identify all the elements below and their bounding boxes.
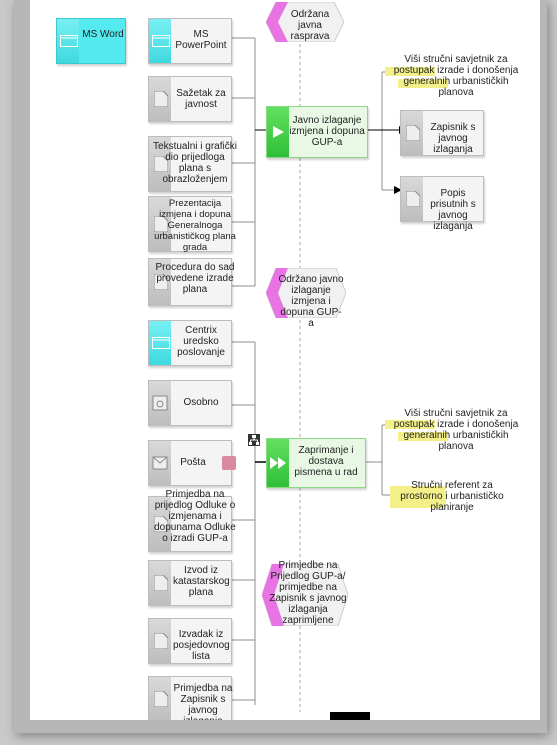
function-javno-izlaganje[interactable]: Javno izlaganje izmjena i dopuna GUP-a [266, 106, 368, 158]
document-izvadak[interactable]: Izvadak iz posjedovnog lista [148, 618, 232, 664]
app-ms-powerpoint-label: MS PowerPoint [175, 29, 227, 51]
document-tekstualni[interactable]: Tekstualni i grafički dio prijedloga pla… [148, 136, 237, 192]
document-osobno-label: Osobno [183, 397, 219, 408]
document-icon [154, 575, 168, 591]
document-icon [154, 156, 168, 172]
mail-icon [152, 456, 168, 470]
document-icon [154, 633, 168, 649]
document-prezentacija-label: Prezentacija izmjena i dopuna Generalnog… [154, 198, 236, 253]
org-chart-icon [248, 434, 260, 446]
event-odrzana-javna-rasprava[interactable]: Održana javna rasprava [266, 2, 344, 42]
role-highlight [398, 79, 448, 88]
event-hexagon [266, 268, 346, 318]
play-arrow-icon [270, 457, 286, 469]
role-highlight [398, 432, 448, 441]
output-zapisnik[interactable]: Zapisnik s javnog izlaganja [400, 110, 484, 156]
document-izvod[interactable]: Izvod iz katastarskog plana [148, 560, 232, 606]
document-procedura-label: Procedura do sad provedene izrade plana [155, 262, 235, 295]
document-primjedba-zapisnik[interactable]: Primjedba na Zapisnik s javnog izlaganja [148, 676, 232, 720]
role-r3[interactable]: Stručni referent za prostorno i urbanist… [400, 480, 504, 513]
event-hexagon [266, 2, 344, 42]
document-izvadak-label: Izvadak iz posjedovnog lista [173, 629, 230, 662]
app-window-icon [152, 35, 170, 47]
output-popis[interactable]: Popis prisutnih s javnog izlaganja [400, 176, 484, 232]
role-highlight [385, 67, 435, 76]
event-e2-label: Održano javno izlaganje izmjena i dopuna… [278, 274, 344, 329]
document-posta[interactable]: Pošta [148, 440, 232, 486]
document-primjedba-odluke[interactable]: Primjedba na prijedlog Odluke o izmjenam… [148, 489, 236, 552]
app-window-icon [152, 337, 170, 349]
document-tekstualni-label: Tekstualni i grafički dio prijedloga pla… [153, 141, 237, 185]
document-sazetak[interactable]: Sažetak za javnost [148, 76, 232, 122]
document-icon [406, 191, 420, 207]
output-popis-label: Popis prisutnih s javnog izlaganja [430, 188, 476, 232]
role-highlight [390, 486, 446, 508]
app-ms-word-label: MS Word [82, 29, 124, 40]
role-r1[interactable]: Viši stručni savjetnik za postupak izrad… [393, 54, 519, 98]
event-primjedbe-zaprimljene[interactable]: Primjedbe na Prijedlog GUP-a/ primjedbe … [262, 560, 348, 626]
event-e3-label: Primjedbe na Prijedlog GUP-a/ primjedbe … [269, 560, 347, 626]
offpage-connector [330, 712, 370, 720]
org-chart-glyph [249, 435, 259, 445]
function-f1-label: Javno izlaganje izmjena i dopuna GUP-a [289, 115, 365, 148]
output-zapisnik-label: Zapisnik s javnog izlaganja [430, 122, 476, 155]
document-icon [154, 274, 168, 290]
document-prezentacija[interactable]: Prezentacija izmjena i dopuna Generalnog… [148, 196, 236, 253]
document-icon [406, 125, 420, 141]
document-icon [154, 216, 168, 232]
event-hexagon [262, 564, 348, 626]
function-f2-label: Zaprimanje i dostava pismena u rad [294, 445, 358, 478]
event-odrzano-javno-izlaganje[interactable]: Održano javno izlaganje izmjena i dopuna… [266, 268, 346, 329]
document-procedura[interactable]: Procedura do sad provedene izrade plana [148, 258, 235, 306]
document-osobno[interactable]: Osobno [148, 380, 232, 426]
app-window-icon [60, 35, 78, 47]
role-r2[interactable]: Viši stručni savjetnik za postupak izrad… [393, 408, 519, 452]
app-centrix[interactable]: Centrix uredsko poslovanje [148, 320, 232, 366]
document-posta-label: Pošta [180, 457, 206, 468]
function-zaprimanje[interactable]: Zaprimanje i dostava pismena u rad [266, 438, 366, 488]
role-highlight [385, 420, 435, 429]
document-primjedba-zapisnik-label: Primjedba na Zapisnik s javnog izlaganja [173, 683, 233, 720]
document-primjedba-odluke-label: Primjedba na prijedlog Odluke o izmjenam… [154, 489, 236, 544]
app-centrix-label: Centrix uredsko poslovanje [177, 325, 225, 358]
disk-icon [152, 395, 168, 411]
app-ms-word[interactable]: MS Word [56, 18, 126, 64]
document-icon [154, 91, 168, 107]
play-arrow-icon [273, 126, 284, 138]
event-e1-label: Održana javna rasprava [290, 9, 330, 42]
document-izvod-label: Izvod iz katastarskog plana [173, 565, 230, 598]
document-icon [154, 516, 168, 532]
app-ms-powerpoint[interactable]: MS PowerPoint [148, 18, 232, 64]
person-icon [222, 456, 236, 470]
document-sazetak-label: Sažetak za javnost [176, 88, 226, 110]
diagram-page: MS Word MS PowerPoint Sažetak za javnost… [30, 0, 540, 720]
document-icon [154, 691, 168, 707]
